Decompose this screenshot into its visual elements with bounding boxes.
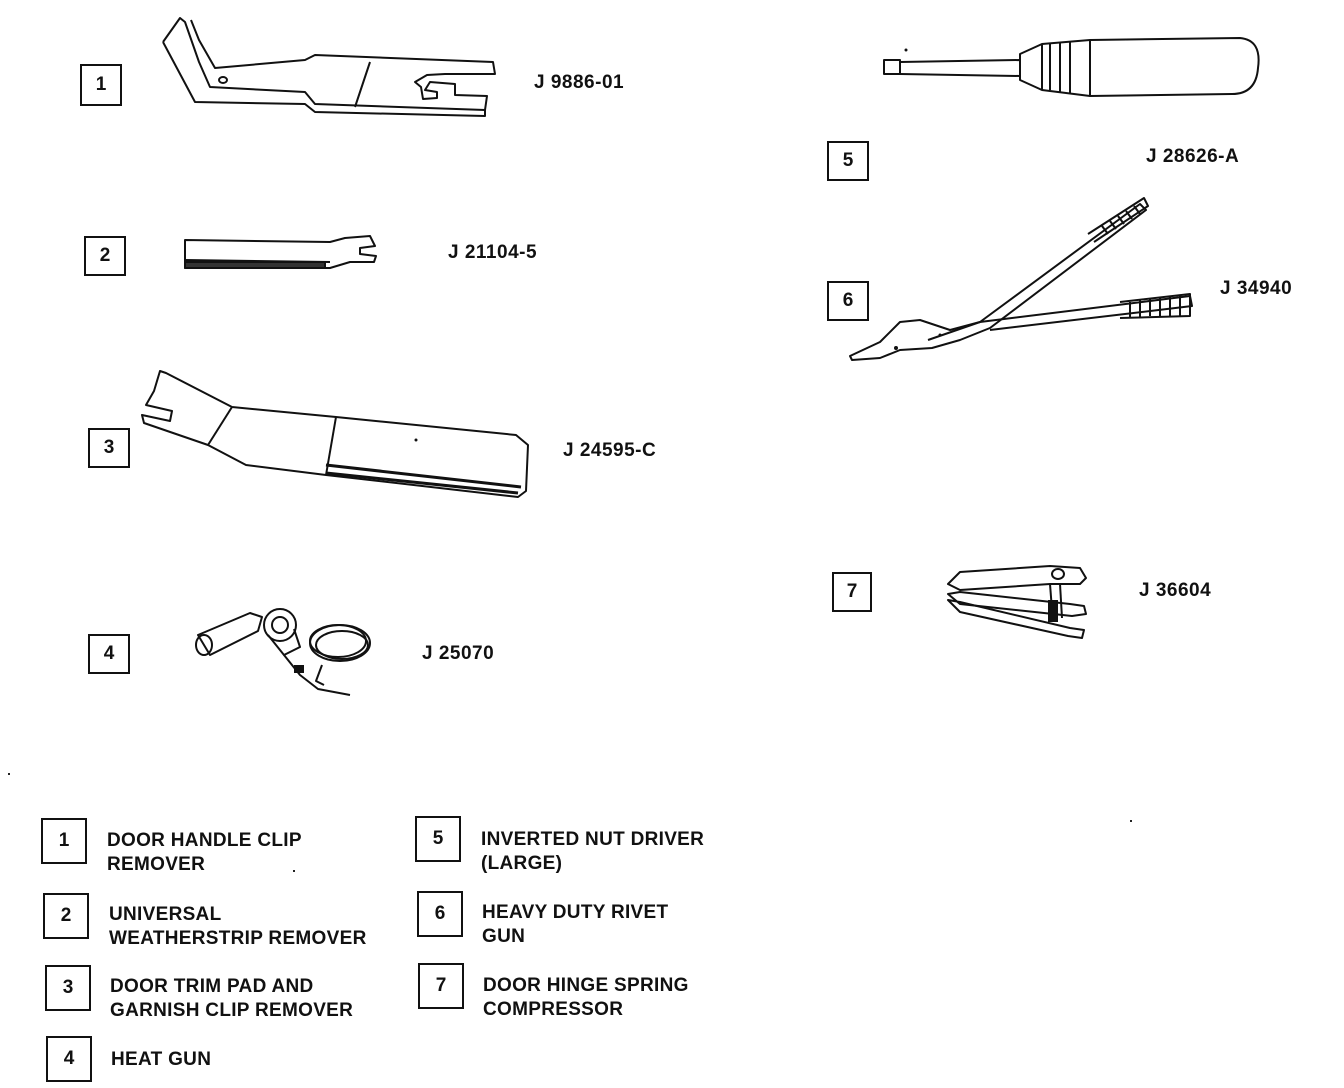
legend-5-line-2: (LARGE) xyxy=(481,853,563,874)
tool-3-number-box: 3 xyxy=(88,428,130,468)
spring-compressor-icon xyxy=(947,565,1087,639)
legend-4-number: 4 xyxy=(63,1048,75,1069)
tool-2-number-box: 2 xyxy=(84,236,126,276)
legend-1-number: 1 xyxy=(58,830,70,851)
tool-7-number: 7 xyxy=(846,581,858,602)
legend-3-line-2: GARNISH CLIP REMOVER xyxy=(110,1000,354,1021)
legend-3-box: 3 xyxy=(45,965,91,1011)
tool-6-number: 6 xyxy=(842,290,854,311)
tool-2-number: 2 xyxy=(99,245,111,266)
legend-5-line-1: INVERTED NUT DRIVER xyxy=(481,829,705,850)
tool-5-part-number: J 28626-A xyxy=(1146,146,1240,167)
legend-6-line-2: GUN xyxy=(482,926,526,947)
legend-6-number: 6 xyxy=(434,903,446,924)
legend-6-line-1: HEAVY DUTY RIVET xyxy=(482,902,669,923)
tool-3-part-number: J 24595-C xyxy=(563,440,657,461)
tool-7-part-number: J 36604 xyxy=(1139,580,1212,601)
tool-4-number: 4 xyxy=(103,643,115,664)
legend-5-box: 5 xyxy=(415,816,461,862)
legend-1-line-2: REMOVER xyxy=(107,854,206,875)
legend-2-number: 2 xyxy=(60,905,72,926)
tool-1-number: 1 xyxy=(95,74,107,95)
tool-7-number-box: 7 xyxy=(832,572,872,612)
legend-6-box: 6 xyxy=(417,891,463,937)
heat-gun-icon xyxy=(195,608,371,696)
legend-4-box: 4 xyxy=(46,1036,92,1082)
tool-6-part-number: J 34940 xyxy=(1220,278,1293,299)
legend-7-number: 7 xyxy=(435,975,447,996)
scan-dot xyxy=(8,773,10,775)
legend-2-box: 2 xyxy=(43,893,89,939)
tool-5-number: 5 xyxy=(842,150,854,171)
legend-1-label: DOOR HANDLE CLIP REMOVER xyxy=(107,829,302,877)
rivet-gun-icon xyxy=(849,197,1193,361)
legend-5-label: INVERTED NUT DRIVER (LARGE) xyxy=(481,828,704,876)
clip-remover-icon xyxy=(162,17,496,117)
legend-7-box: 7 xyxy=(418,963,464,1009)
weatherstrip-remover-icon xyxy=(184,235,377,269)
legend-3-label: DOOR TRIM PAD AND GARNISH CLIP REMOVER xyxy=(110,975,353,1023)
legend-1-line-1: DOOR HANDLE CLIP xyxy=(107,830,302,851)
legend-6-label: HEAVY DUTY RIVET GUN xyxy=(482,901,668,949)
legend-5-number: 5 xyxy=(432,828,444,849)
tool-6-number-box: 6 xyxy=(827,281,869,321)
tool-4-number-box: 4 xyxy=(88,634,130,674)
tool-2-part-number: J 21104-5 xyxy=(448,242,538,263)
legend-4-label: HEAT GUN xyxy=(111,1048,211,1072)
legend-2-line-2: WEATHERSTRIP REMOVER xyxy=(109,928,367,949)
nut-driver-icon xyxy=(883,37,1260,97)
legend-3-number: 3 xyxy=(62,977,74,998)
legend-7-line-2: COMPRESSOR xyxy=(483,999,624,1020)
tool-4-part-number: J 25070 xyxy=(422,643,495,664)
legend-7-line-1: DOOR HINGE SPRING xyxy=(483,975,689,996)
legend-4-line-1: HEAT GUN xyxy=(111,1049,212,1070)
legend-2-line-1: UNIVERSAL xyxy=(109,904,222,925)
scan-dot xyxy=(1130,820,1132,822)
tool-1-part-number: J 9886-01 xyxy=(534,72,625,93)
tool-1-number-box: 1 xyxy=(80,64,122,106)
legend-3-line-1: DOOR TRIM PAD AND xyxy=(110,976,314,997)
scan-dot xyxy=(293,870,295,872)
legend-7-label: DOOR HINGE SPRING COMPRESSOR xyxy=(483,974,689,1022)
trim-pad-remover-icon xyxy=(141,370,529,498)
legend-2-label: UNIVERSAL WEATHERSTRIP REMOVER xyxy=(109,903,367,951)
legend-1-box: 1 xyxy=(41,818,87,864)
tool-3-number: 3 xyxy=(103,437,115,458)
tool-5-number-box: 5 xyxy=(827,141,869,181)
